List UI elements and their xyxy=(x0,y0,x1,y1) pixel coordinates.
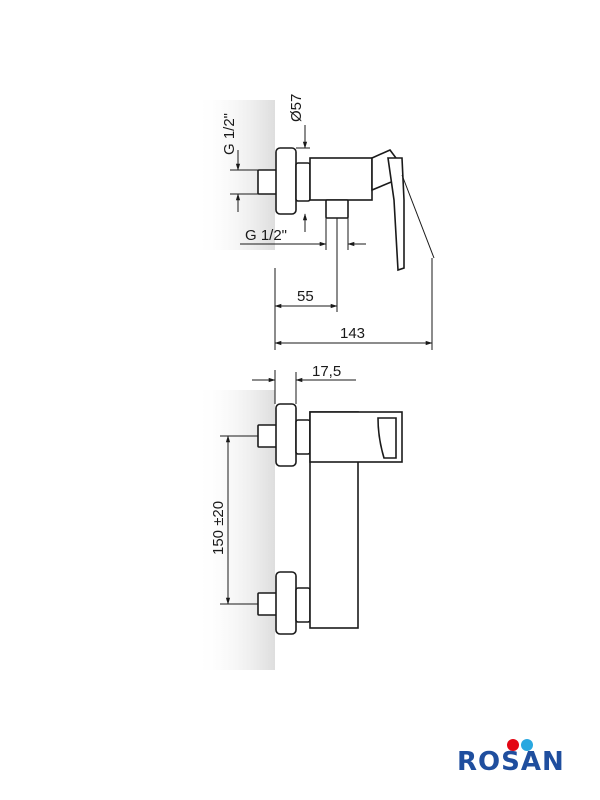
upper-inlet-stub xyxy=(257,424,279,448)
rosan-logo: ROSAN xyxy=(457,739,565,777)
logo-red-dot xyxy=(507,739,519,751)
dim-17-5-label: 17,5 xyxy=(312,363,341,380)
lever-handle xyxy=(387,157,405,272)
lever-front xyxy=(377,417,397,459)
lower-flange xyxy=(275,571,297,635)
upper-flange xyxy=(275,403,297,467)
front-view: 17,5 150 ±20 xyxy=(210,363,403,635)
dim-150-label: 150 ±20 xyxy=(210,501,227,555)
dim-thread-left-label: G 1/2" xyxy=(221,113,238,155)
dim-diameter-label: Ø57 xyxy=(288,94,305,122)
dim-55-label: 55 xyxy=(297,288,314,305)
handle-swing-line xyxy=(401,174,435,259)
logo-blue-dot xyxy=(521,739,533,751)
mixer-body-side xyxy=(309,157,373,201)
flange xyxy=(275,147,297,215)
lower-inlet-stub xyxy=(257,592,279,616)
nut xyxy=(295,162,311,202)
logo-wordmark: ROSAN xyxy=(457,747,565,777)
upper-connector xyxy=(295,419,311,455)
side-view: G 1/2" Ø57 G 1/2" 55 143 xyxy=(221,94,435,350)
outlet-stub xyxy=(325,199,349,219)
inlet-stub xyxy=(257,169,279,195)
lower-connector xyxy=(295,587,311,623)
dim-thread-bottom-label: G 1/2" xyxy=(245,227,287,244)
dim-143-label: 143 xyxy=(340,325,365,342)
